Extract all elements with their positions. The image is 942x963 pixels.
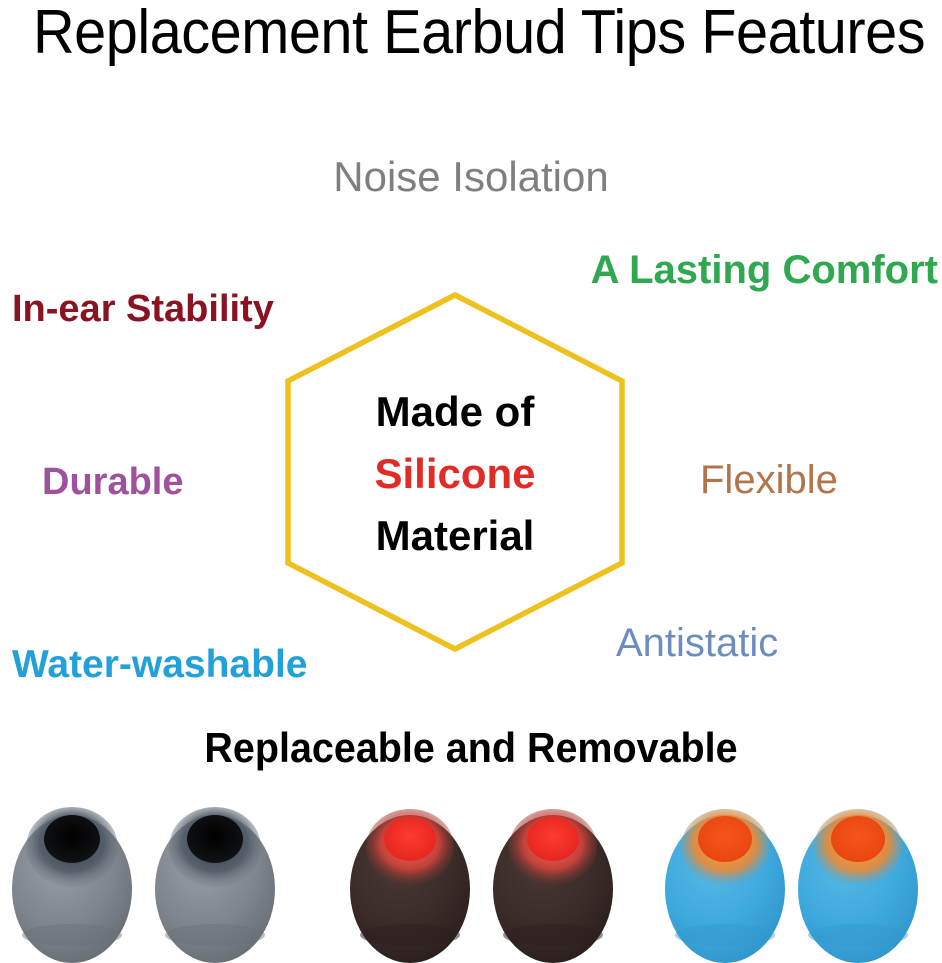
feature-label-water-washable: Water-washable bbox=[12, 643, 308, 686]
earbud-tip-blue-left bbox=[661, 803, 789, 963]
earbud-tip-grey-left bbox=[8, 803, 136, 963]
earbud-tip-dark-left bbox=[346, 803, 474, 963]
earbud-tip-dark-right bbox=[489, 803, 617, 963]
earbud-tip-blue-right bbox=[794, 803, 922, 963]
hexagon-line-made-of: Made of bbox=[375, 388, 535, 435]
hexagon-outline bbox=[278, 286, 632, 658]
feature-label-in-ear-stability: In-ear Stability bbox=[12, 288, 274, 330]
bottom-caption: Replaceable and Removable bbox=[204, 724, 738, 771]
feature-label-noise-isolation: Noise Isolation bbox=[333, 153, 609, 200]
feature-label-durable: Durable bbox=[42, 461, 184, 503]
hexagon-line-silicone: Silicone bbox=[374, 450, 536, 497]
feature-label-a-lasting-comfort: A Lasting Comfort bbox=[590, 248, 938, 292]
earbud-tips-row bbox=[0, 793, 942, 963]
hexagon-line-material: Material bbox=[375, 512, 535, 559]
feature-label-antistatic: Antistatic bbox=[616, 621, 779, 665]
earbud-tip-grey-right bbox=[151, 803, 279, 963]
feature-label-flexible: Flexible bbox=[700, 458, 838, 502]
page-title: Replacement Earbud Tips Features bbox=[32, 0, 926, 67]
hexagon-text-block: Made of Silicone Material bbox=[278, 381, 632, 567]
